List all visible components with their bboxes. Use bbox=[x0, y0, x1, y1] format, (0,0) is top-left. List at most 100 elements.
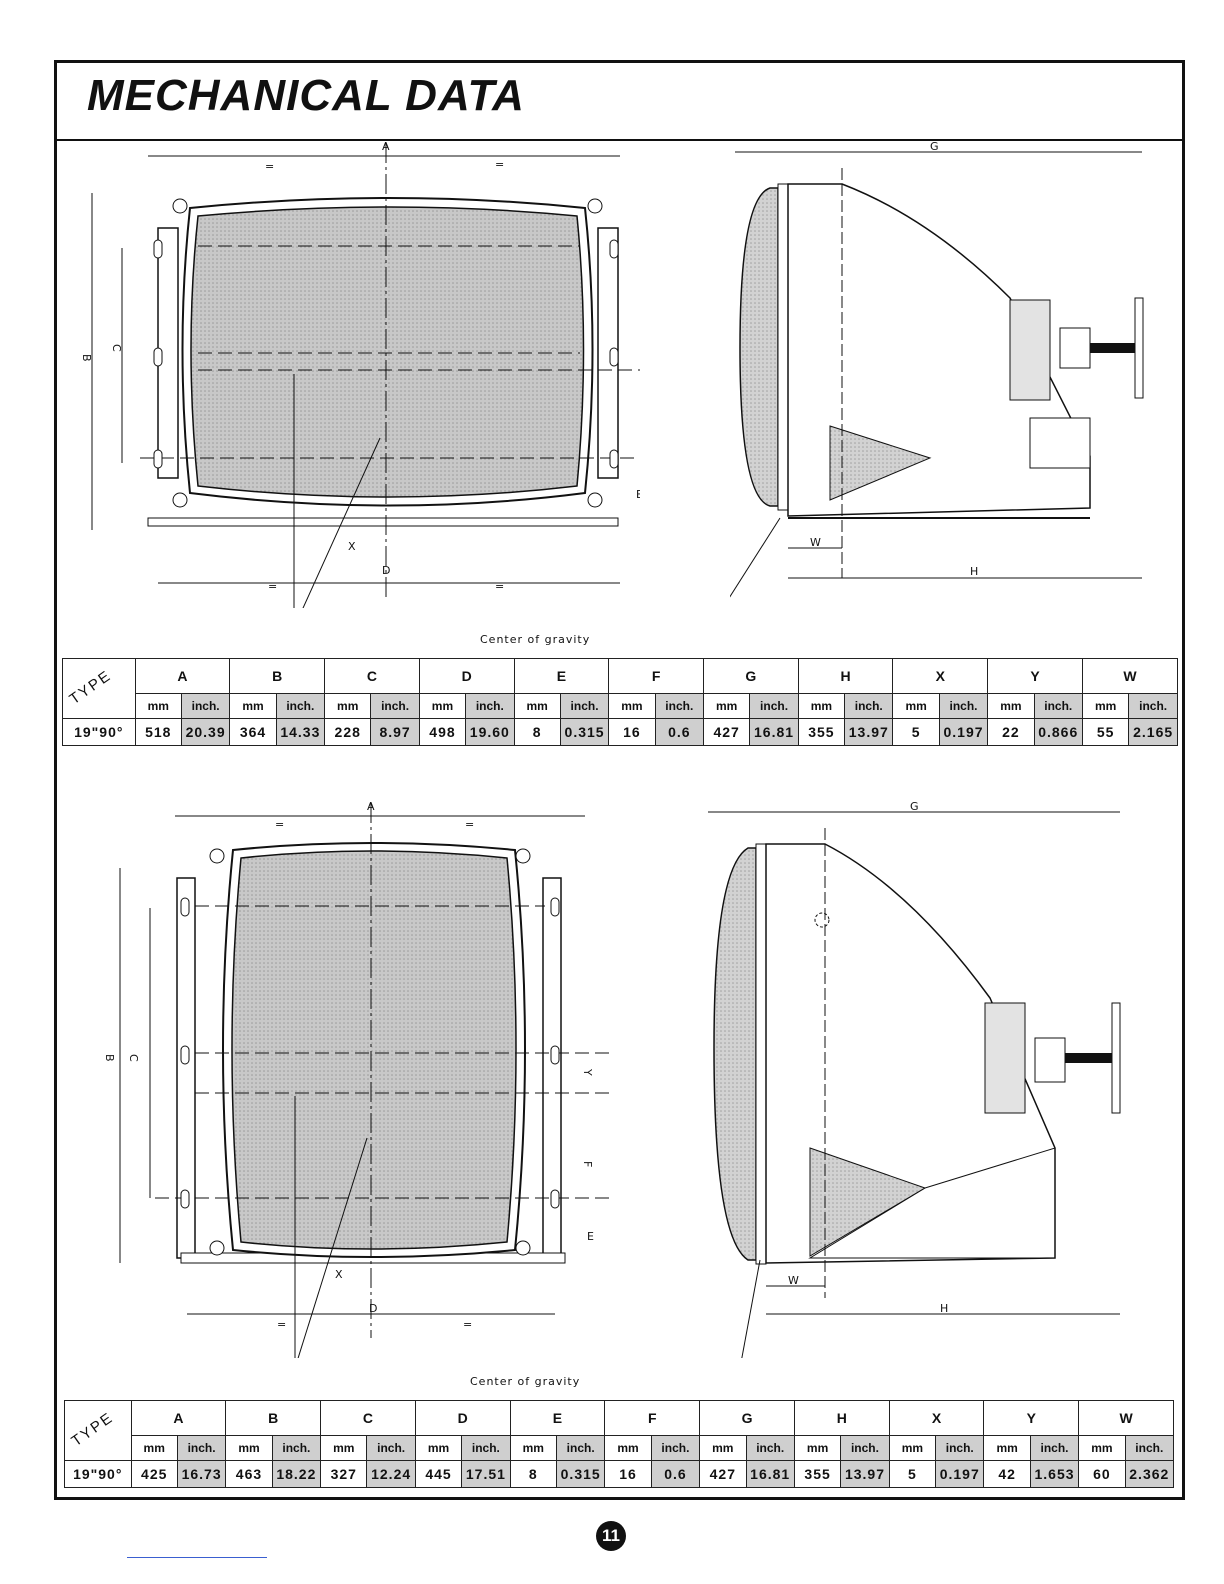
value-g-mm: 427 bbox=[702, 718, 751, 746]
value-b-mm: 364 bbox=[229, 718, 277, 746]
svg-text:Y: Y bbox=[581, 1068, 594, 1076]
unit-inch: inch. bbox=[559, 693, 610, 719]
col-group-c: C bbox=[324, 658, 420, 694]
unit-mm: mm bbox=[608, 693, 656, 719]
svg-text:=: = bbox=[495, 158, 504, 171]
value-g-inch: 16.81 bbox=[745, 1460, 795, 1488]
svg-text:=: = bbox=[268, 580, 277, 593]
svg-text:C: C bbox=[110, 344, 123, 352]
unit-inch: inch. bbox=[1124, 1435, 1175, 1461]
unit-mm: mm bbox=[225, 1435, 273, 1461]
col-group-b: B bbox=[229, 658, 326, 694]
center-of-gravity-label-1: Center of gravity bbox=[480, 633, 591, 646]
col-group-x: X bbox=[892, 658, 989, 694]
page-title: MECHANICAL DATA bbox=[87, 71, 525, 120]
unit-inch: inch. bbox=[370, 693, 420, 719]
value-y-mm: 22 bbox=[987, 718, 1035, 746]
col-group-d: D bbox=[414, 1400, 511, 1436]
value-f-inch: 0.6 bbox=[654, 718, 704, 746]
unit-inch: inch. bbox=[176, 1435, 227, 1461]
unit-mm: mm bbox=[699, 1435, 747, 1461]
svg-text:=: = bbox=[275, 818, 284, 831]
page-number: 11 bbox=[596, 1521, 626, 1551]
value-x-mm: 5 bbox=[888, 1460, 937, 1488]
value-e-mm: 8 bbox=[509, 1460, 557, 1488]
value-w-mm: 60 bbox=[1078, 1460, 1126, 1488]
svg-text:=: = bbox=[463, 1318, 472, 1331]
value-y-mm: 42 bbox=[983, 1460, 1031, 1488]
value-a-inch: 16.73 bbox=[176, 1460, 227, 1488]
svg-text:X: X bbox=[348, 540, 356, 553]
svg-text:B: B bbox=[80, 354, 93, 362]
unit-inch: inch. bbox=[461, 1435, 511, 1461]
type-header-cell: TYPE bbox=[64, 1400, 132, 1461]
value-d-mm: 445 bbox=[414, 1460, 463, 1488]
value-h-inch: 13.97 bbox=[844, 718, 894, 746]
unit-mm: mm bbox=[513, 693, 561, 719]
front-view-drawing-2: A = = B C X D = = Y F E bbox=[95, 798, 635, 1358]
svg-text:G: G bbox=[930, 140, 939, 153]
unit-inch: inch. bbox=[555, 1435, 606, 1461]
value-d-inch: 19.60 bbox=[465, 718, 515, 746]
unit-mm: mm bbox=[987, 693, 1035, 719]
unit-inch: inch. bbox=[745, 1435, 795, 1461]
page-frame: MECHANICAL DATA bbox=[54, 60, 1185, 1500]
value-y-inch: 1.653 bbox=[1029, 1460, 1080, 1488]
col-group-y: Y bbox=[983, 1400, 1080, 1436]
side-view-drawing-2: G W H bbox=[700, 798, 1130, 1358]
svg-text:D: D bbox=[382, 564, 390, 577]
col-group-g: G bbox=[702, 658, 799, 694]
col-group-e: E bbox=[513, 658, 610, 694]
value-d-mm: 498 bbox=[418, 718, 467, 746]
value-x-mm: 5 bbox=[892, 718, 940, 746]
col-group-f: F bbox=[608, 658, 704, 694]
value-b-inch: 18.22 bbox=[271, 1460, 322, 1488]
col-group-f: F bbox=[604, 1400, 701, 1436]
value-x-inch: 0.197 bbox=[935, 1460, 985, 1488]
unit-mm: mm bbox=[793, 1435, 842, 1461]
svg-text:G: G bbox=[910, 800, 919, 813]
col-group-x: X bbox=[888, 1400, 985, 1436]
col-group-a: A bbox=[130, 1400, 227, 1436]
unit-inch: inch. bbox=[935, 1435, 985, 1461]
col-group-a: A bbox=[134, 658, 231, 694]
value-x-inch: 0.197 bbox=[938, 718, 989, 746]
col-group-y: Y bbox=[987, 658, 1083, 694]
unit-inch: inch. bbox=[650, 1435, 701, 1461]
row-type-name: 19"90° bbox=[64, 1460, 132, 1488]
unit-inch: inch. bbox=[844, 693, 894, 719]
unit-inch: inch. bbox=[1029, 1435, 1080, 1461]
unit-inch: inch. bbox=[1128, 693, 1178, 719]
svg-text:=: = bbox=[465, 818, 474, 831]
value-c-mm: 228 bbox=[324, 718, 372, 746]
svg-text:E: E bbox=[636, 488, 640, 501]
unit-mm: mm bbox=[1081, 693, 1130, 719]
unit-inch: inch. bbox=[275, 693, 326, 719]
value-e-inch: 0.315 bbox=[559, 718, 610, 746]
value-e-mm: 8 bbox=[513, 718, 561, 746]
value-w-inch: 2.362 bbox=[1124, 1460, 1175, 1488]
svg-text:H: H bbox=[940, 1302, 948, 1315]
col-group-c: C bbox=[320, 1400, 416, 1436]
col-group-e: E bbox=[509, 1400, 606, 1436]
value-c-inch: 12.24 bbox=[366, 1460, 416, 1488]
unit-mm: mm bbox=[1078, 1435, 1126, 1461]
unit-mm: mm bbox=[324, 693, 372, 719]
value-f-inch: 0.6 bbox=[650, 1460, 701, 1488]
svg-text:F: F bbox=[581, 1161, 594, 1167]
svg-text:F: F bbox=[637, 420, 640, 426]
col-group-w: W bbox=[1078, 1400, 1174, 1436]
unit-inch: inch. bbox=[749, 693, 799, 719]
unit-mm: mm bbox=[509, 1435, 557, 1461]
footer-rule bbox=[127, 1557, 267, 1558]
value-a-inch: 20.39 bbox=[180, 718, 231, 746]
unit-mm: mm bbox=[320, 1435, 368, 1461]
svg-text:W: W bbox=[788, 1274, 799, 1287]
value-w-mm: 55 bbox=[1081, 718, 1130, 746]
value-w-inch: 2.165 bbox=[1128, 718, 1178, 746]
unit-mm: mm bbox=[134, 693, 182, 719]
value-g-mm: 427 bbox=[699, 1460, 747, 1488]
value-a-mm: 518 bbox=[134, 718, 182, 746]
value-f-mm: 16 bbox=[604, 1460, 652, 1488]
